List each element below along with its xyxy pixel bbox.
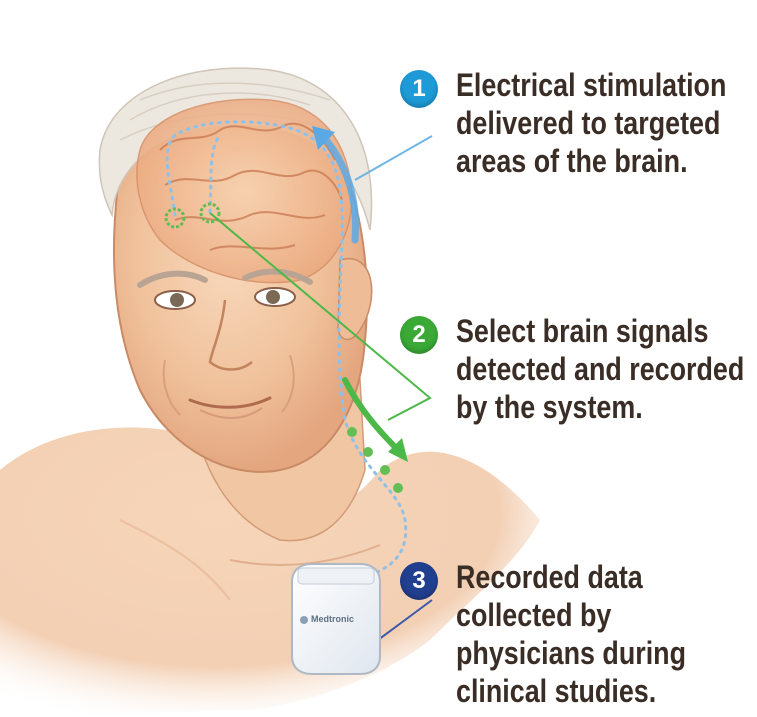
step-1-line-2: delivered to targeted (456, 104, 726, 142)
step-2-line-3: by the system. (456, 388, 744, 426)
step-1-number-badge: 1 (400, 70, 438, 108)
device-brand-label: Medtronic (311, 614, 354, 624)
step-2-line-2: detected and recorded (456, 350, 744, 388)
step-3-line-3: physicians during (456, 634, 686, 672)
step-1-line-3: areas of the brain. (456, 142, 726, 180)
step-2-description: Select brain signals detected and record… (456, 312, 744, 426)
step-3-description: Recorded data collected by physicians du… (456, 558, 686, 710)
step-3-line-4: clinical studies. (456, 672, 686, 710)
step-1: 1 Electrical stimulation delivered to ta… (400, 66, 757, 180)
step-3: 3 Recorded data collected by physicians … (400, 558, 730, 710)
step-3-number-badge: 3 (400, 562, 438, 600)
step-1-line-1: Electrical stimulation (456, 66, 726, 104)
left-iris (170, 293, 184, 307)
step-2: 2 Select brain signals detected and reco… (400, 312, 757, 426)
right-iris (266, 290, 280, 304)
step-3-line-2: collected by (456, 596, 686, 634)
step-3-line-1: Recorded data (456, 558, 686, 596)
step-2-number-badge: 2 (400, 316, 438, 354)
step-1-description: Electrical stimulation delivered to targ… (456, 66, 726, 180)
step-2-line-1: Select brain signals (456, 312, 744, 350)
